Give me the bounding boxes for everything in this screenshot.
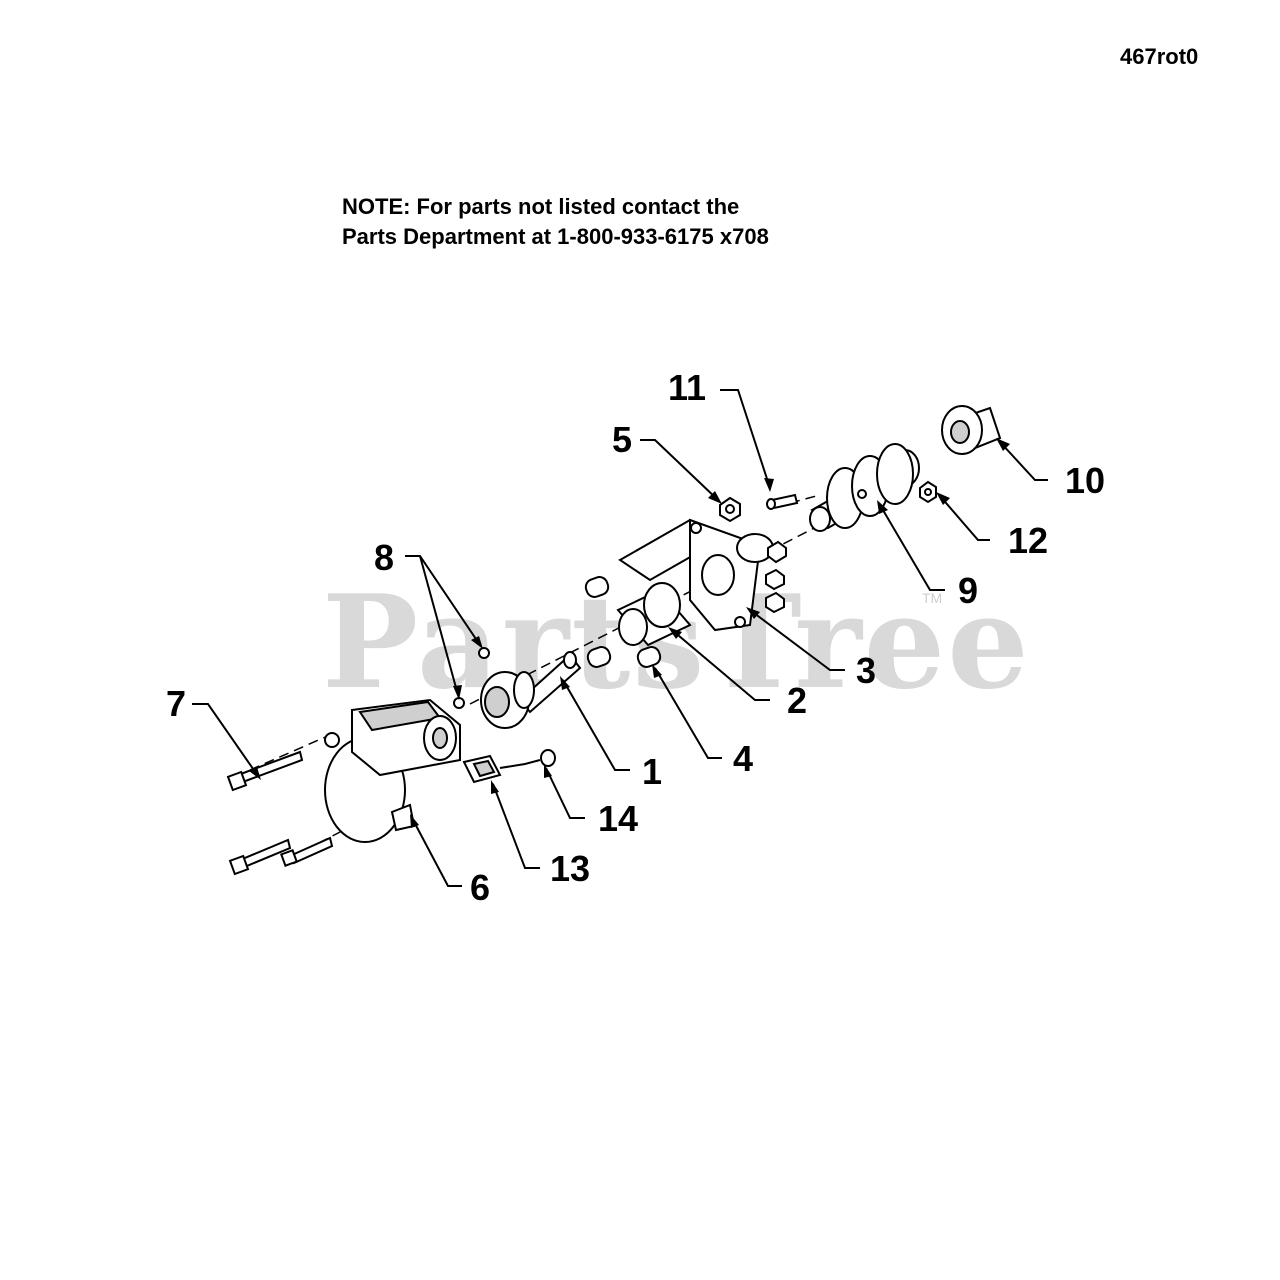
parts-note: NOTE: For parts not listed contact the P… — [342, 192, 769, 252]
flange-bracket — [618, 518, 774, 632]
callout-2: 2 — [787, 680, 807, 721]
callout-7: 7 — [166, 683, 186, 724]
callout-14: 14 — [598, 798, 638, 839]
wire-terminal — [499, 749, 556, 769]
callout-5: 5 — [612, 419, 632, 460]
callout-11: 11 — [668, 367, 706, 408]
torsion-spring — [809, 443, 920, 532]
bolt-axis-line-top — [249, 734, 331, 771]
note-line-2: Parts Department at 1-800-933-6175 x708 — [342, 224, 769, 249]
diagram-id: 467rot0 — [1120, 44, 1199, 69]
callout-12: 12 — [1008, 520, 1048, 561]
hex-nut — [719, 496, 741, 523]
drive-shaft — [480, 651, 582, 729]
gear-motor-housing — [324, 698, 461, 843]
lock-nut — [919, 480, 937, 504]
callout-3: 3 — [856, 650, 876, 691]
callout-8: 8 — [374, 537, 394, 578]
clevis-pin — [766, 493, 799, 510]
wire-connector — [462, 754, 502, 784]
leader-lines — [192, 389, 1048, 887]
bracket-nuts — [765, 540, 787, 614]
callout-6: 6 — [470, 867, 490, 908]
mounting-bolts — [226, 750, 334, 876]
spacers — [584, 576, 662, 668]
callout-10: 10 — [1065, 460, 1105, 501]
note-line-1: NOTE: For parts not listed contact the — [342, 194, 740, 219]
callout-1: 1 — [642, 751, 662, 792]
trademark-symbol: TM — [922, 590, 943, 606]
callout-13: 13 — [550, 848, 590, 889]
callout-9: 9 — [958, 570, 978, 611]
callout-4: 4 — [733, 738, 753, 779]
flange-bushing — [941, 405, 1002, 455]
